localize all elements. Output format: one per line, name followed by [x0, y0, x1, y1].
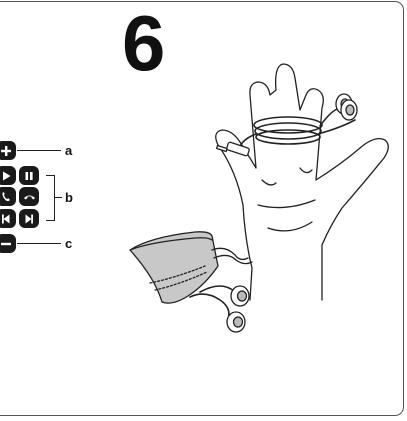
earphone-pouch [130, 232, 252, 332]
